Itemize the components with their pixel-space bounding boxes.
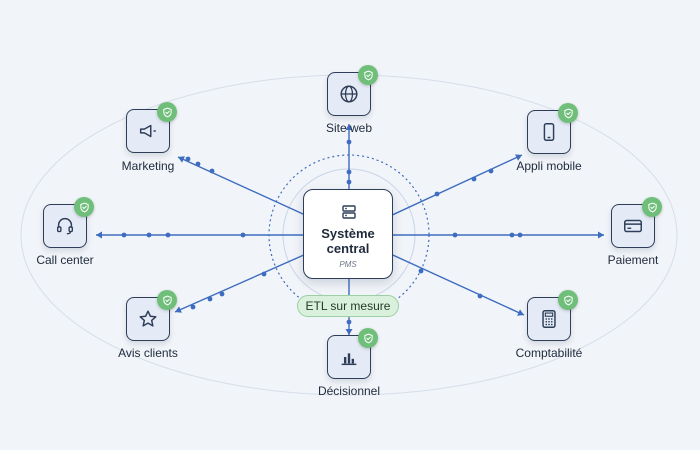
- data-packet-dot: [434, 191, 440, 197]
- node-label-site-web: Site web: [325, 121, 373, 135]
- shield-check-icon: [363, 70, 373, 80]
- central-title: Système central: [321, 226, 375, 256]
- data-packet-dot: [488, 168, 494, 174]
- data-packet-dot: [240, 232, 246, 238]
- node-appli-mobile[interactable]: [527, 103, 578, 154]
- node-status-badge: [157, 290, 177, 310]
- data-packet-dot: [165, 232, 171, 238]
- node-status-badge: [558, 290, 578, 310]
- data-packet-dot: [452, 232, 458, 238]
- calculator-icon: [542, 310, 556, 328]
- node-status-badge: [74, 197, 94, 217]
- shield-check-icon: [647, 202, 657, 212]
- data-packet-dot: [346, 169, 352, 175]
- data-packet-dot: [190, 304, 196, 310]
- globe-icon: [340, 85, 358, 103]
- node-label-marketing: Marketing: [121, 159, 175, 173]
- node-avis-clients[interactable]: [126, 290, 177, 341]
- data-packet-dot: [346, 139, 352, 145]
- data-packet-dot: [261, 271, 267, 277]
- data-packet-dot: [477, 293, 483, 299]
- data-packet-dot: [346, 179, 352, 185]
- node-label-comptabilite: Comptabilité: [515, 346, 583, 360]
- data-packet-dot: [471, 176, 477, 182]
- node-status-badge: [358, 328, 378, 348]
- headset-icon: [56, 217, 74, 235]
- node-status-badge: [157, 102, 177, 122]
- arrowhead-marketing: [178, 156, 185, 163]
- data-packet-dot: [219, 291, 225, 297]
- data-packet-dot: [185, 156, 191, 162]
- data-packet-dot: [121, 232, 127, 238]
- node-marketing[interactable]: [126, 102, 177, 153]
- arrowhead-avis-clients: [175, 306, 182, 313]
- arrowhead-decisionnel: [345, 329, 353, 335]
- data-packet-dot: [207, 296, 213, 302]
- shield-check-icon: [162, 107, 172, 117]
- data-packet-dot: [346, 319, 352, 325]
- node-call-center[interactable]: [43, 197, 94, 248]
- credit-card-icon: [624, 219, 642, 233]
- data-packet-dot: [195, 161, 201, 167]
- arrowhead-appli-mobile: [515, 154, 522, 161]
- node-status-badge: [358, 65, 378, 85]
- data-packet-dot: [509, 232, 515, 238]
- node-label-avis-clients: Avis clients: [118, 346, 178, 360]
- megaphone-icon: [139, 124, 156, 138]
- shield-check-icon: [563, 108, 573, 118]
- arrowhead-paiement: [598, 231, 604, 239]
- shield-check-icon: [563, 295, 573, 305]
- node-label-paiement: Paiement: [607, 253, 659, 267]
- node-paiement[interactable]: [611, 197, 662, 248]
- bar-chart-icon: [341, 353, 357, 366]
- arrowhead-call-center: [96, 231, 102, 239]
- node-status-badge: [558, 103, 578, 123]
- data-packet-dot: [517, 232, 523, 238]
- central-system-box[interactable]: Système central PMS: [303, 189, 393, 279]
- node-label-call-center: Call center: [36, 253, 94, 267]
- central-subtitle: PMS: [339, 260, 357, 269]
- arrowhead-comptabilite: [517, 309, 524, 316]
- shield-check-icon: [363, 333, 373, 343]
- shield-check-icon: [162, 295, 172, 305]
- data-packet-dot: [209, 168, 215, 174]
- node-status-badge: [642, 197, 662, 217]
- node-decisionnel[interactable]: [327, 328, 378, 379]
- node-label-decisionnel: Décisionnel: [317, 384, 381, 398]
- data-packet-dot: [418, 268, 424, 274]
- arrowhead-site-web: [345, 124, 353, 130]
- node-site-web[interactable]: [327, 65, 378, 116]
- node-label-appli-mobile: Appli mobile: [516, 159, 582, 173]
- shield-check-icon: [79, 202, 89, 212]
- data-packet-dot: [146, 232, 152, 238]
- smartphone-icon: [543, 123, 555, 141]
- server-icon: [342, 205, 356, 219]
- etl-badge: ETL sur mesure: [297, 295, 399, 317]
- star-icon: [139, 310, 157, 327]
- node-comptabilite[interactable]: [527, 290, 578, 341]
